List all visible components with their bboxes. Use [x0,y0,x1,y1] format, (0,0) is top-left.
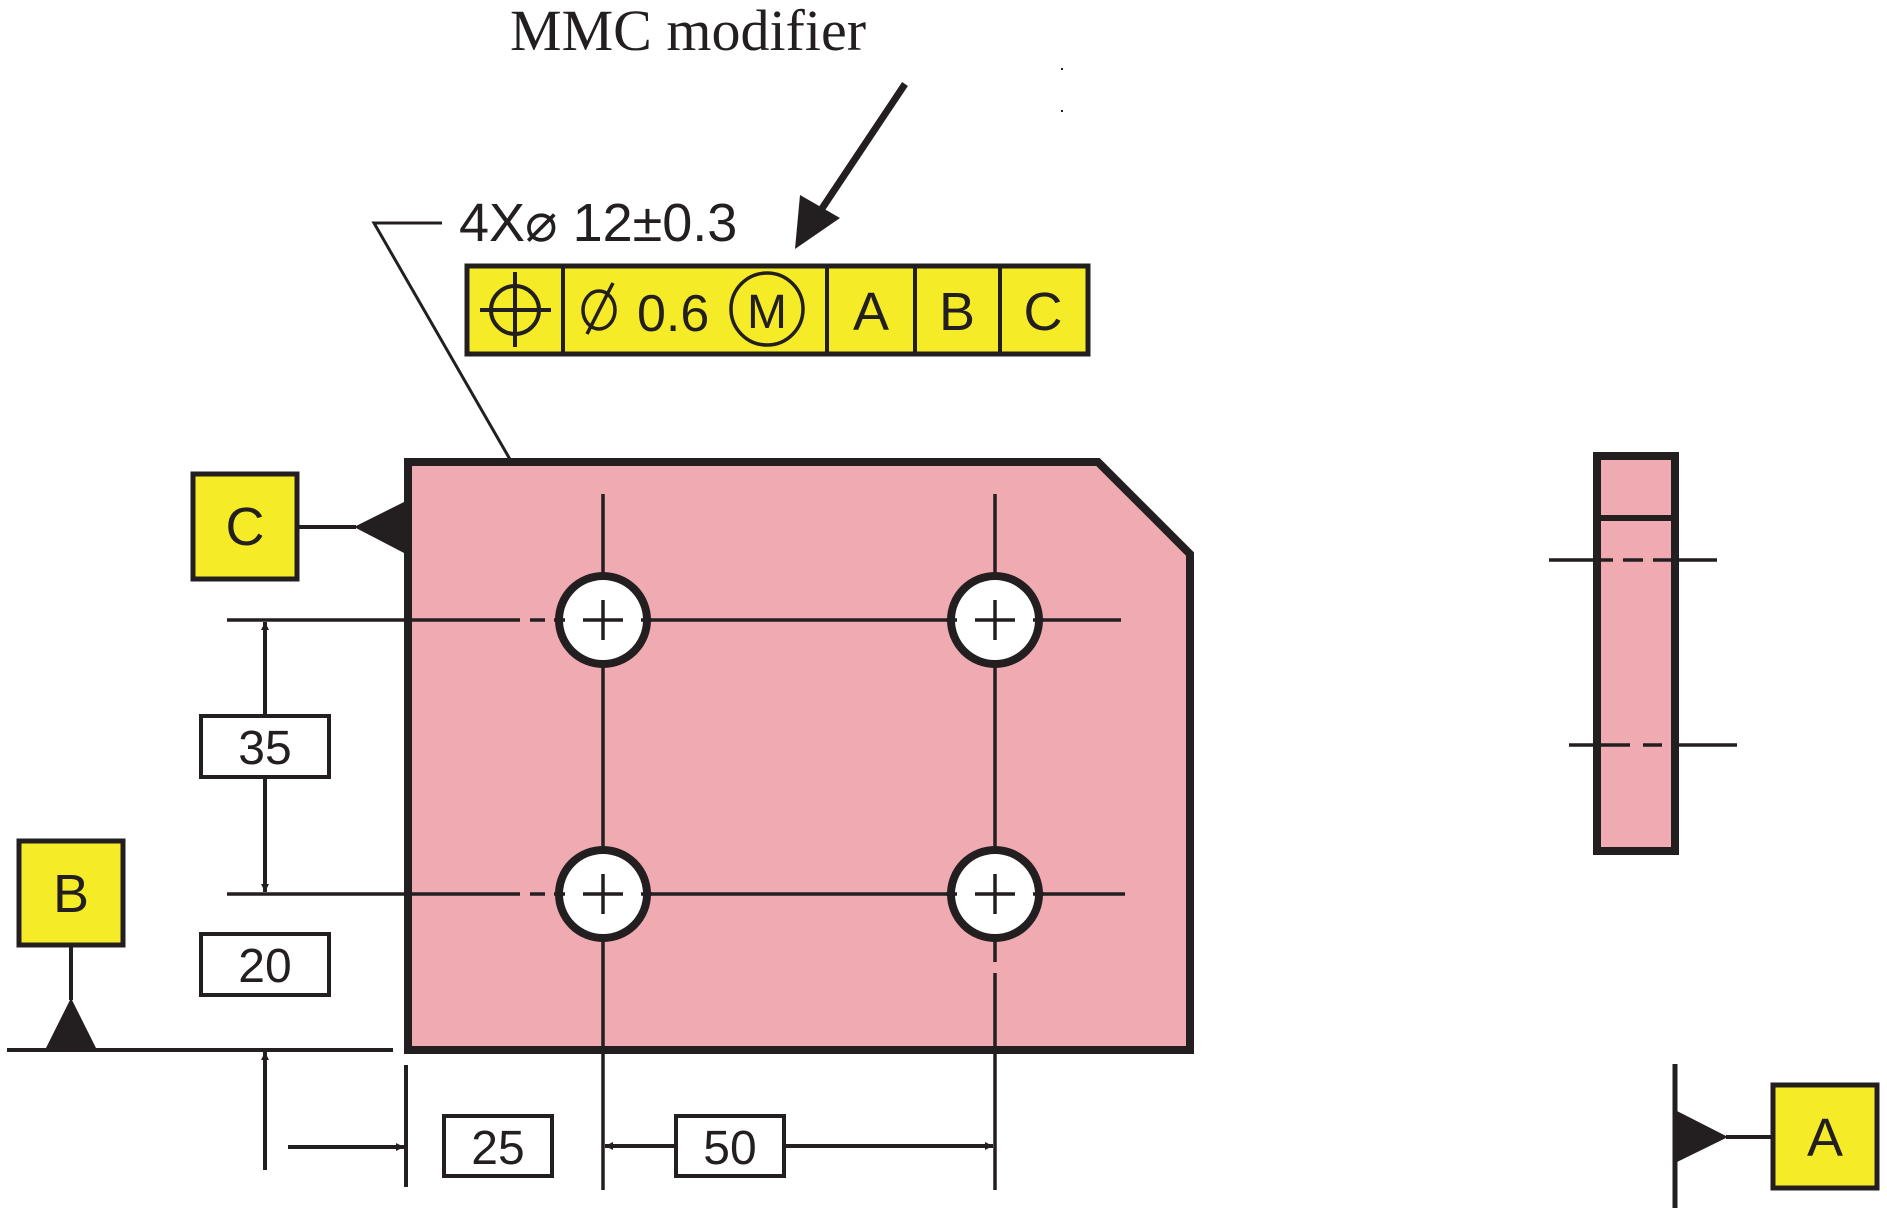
hole [946,572,1044,668]
datum-b-symbol: B [7,838,393,1052]
diameter-symbol-icon [581,282,617,335]
datum-ref-primary: A [853,282,889,342]
dimension-35-value: 35 [238,722,291,775]
hole [554,846,652,942]
feature-control-frame: 0.6 M A B C [464,263,1091,357]
tolerance-value: 0.6 [637,285,709,343]
datum-ref-secondary: B [939,282,975,342]
stray-dot [1061,68,1063,70]
datum-b-label: B [53,864,89,924]
datum-c-label: C [226,497,265,557]
dimension-25: 25 [288,1065,554,1187]
mmc-modifier-symbol: M [729,271,805,347]
mmc-modifier-label: MMC modifier [510,0,866,63]
datum-a-symbol: A [1672,1064,1880,1208]
datum-a-label: A [1807,1108,1843,1168]
dimension-20: 20 [199,932,331,1170]
position-icon [480,272,551,347]
hole [946,846,1044,942]
dimension-50-value: 50 [703,1122,756,1175]
datum-ref-tertiary: C [1024,282,1063,342]
mmc-modifier-letter: M [747,286,787,339]
dimension-50: 50 [605,1114,993,1178]
plate-side-view [1549,452,1737,855]
dimension-20-value: 20 [238,940,291,993]
hole-callout: 4X⌀ 12±0.3 [459,193,737,253]
hole [554,572,652,668]
plate-front-view [404,458,1194,1054]
stray-dot [1061,110,1063,112]
dimension-35: 35 [199,622,331,892]
datum-c-symbol: C [190,471,404,582]
hole-centerlines [227,494,1125,1190]
dimension-25-value: 25 [471,1122,524,1175]
mmc-arrow [795,82,908,249]
